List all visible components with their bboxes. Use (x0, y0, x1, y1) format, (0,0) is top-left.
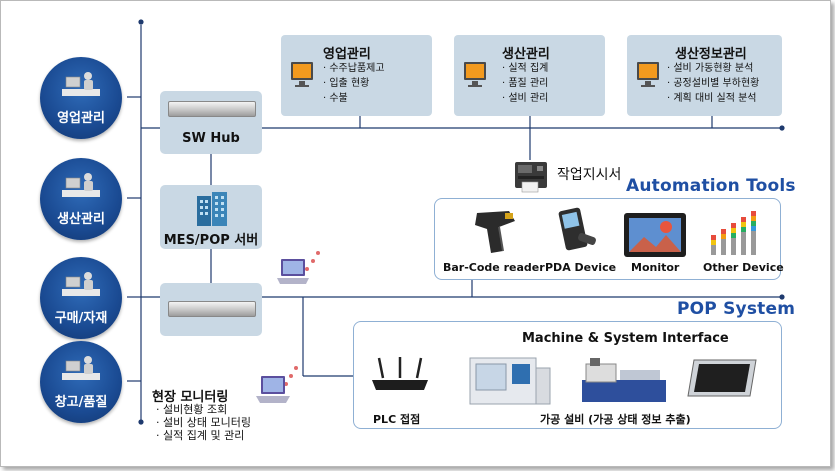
laptop-icon (256, 376, 290, 403)
worker-desk-icon (62, 173, 100, 197)
field-monitoring-list: 설비현황 조회 설비 상태 모니터링 실적 집계 및 관리 (156, 403, 251, 442)
automation-title: Automation Tools (626, 176, 796, 196)
pda-device-icon (558, 207, 596, 251)
mes-server-box[interactable]: MES/POP 서버 (160, 185, 262, 249)
sw-hub-label: SW Hub (182, 131, 240, 146)
laptop-icon (277, 259, 309, 284)
touch-panel-icon (687, 359, 757, 397)
list-item: 계획 대비 실적 분석 (667, 91, 759, 106)
machine-label: 가공 설비 (가공 상태 정보 추출) (540, 413, 691, 426)
signal-tower-lights-icon (711, 211, 756, 255)
top-box-title: 영업관리 (323, 47, 371, 62)
worker-desk-icon (62, 272, 100, 296)
pop-switch-box[interactable] (160, 283, 262, 336)
monitor-icon (637, 62, 659, 87)
list-item: 설비현황 조회 (156, 403, 251, 416)
dept-sales[interactable]: 영업관리 (40, 57, 122, 139)
dept-label: 생산관리 (57, 212, 105, 227)
dept-warehouse[interactable]: 창고/품질 (40, 341, 122, 423)
list-item: 설비 상태 모니터링 (156, 416, 251, 429)
dept-purchase[interactable]: 구매/자재 (40, 257, 122, 339)
dept-production[interactable]: 생산관리 (40, 158, 122, 240)
monitor-device-icon (624, 213, 686, 257)
list-item: 수불 (323, 91, 385, 106)
dept-label: 구매/자재 (54, 311, 108, 326)
top-box-production[interactable]: 생산관리 실적 집계 품질 관리 설비 관리 (454, 35, 605, 116)
list-item: 설비 관리 (502, 91, 548, 106)
plc-label: PLC 접점 (373, 413, 421, 426)
list-item: 설비 가동현황 분석 (667, 61, 759, 76)
worker-desk-icon (62, 72, 100, 96)
list-item: 수주납품제고 (323, 61, 384, 76)
automation-panel: Bar-Code reader PDA Device Monitor Other… (434, 198, 784, 280)
machine-interface-panel: Machine & System Interface PLC 접점 가공 설비 … (353, 321, 782, 429)
top-box-list: 실적 집계 품질 관리 설비 관리 (502, 61, 548, 106)
mes-server-label: MES/POP 서버 (163, 233, 259, 248)
dept-label: 영업관리 (57, 111, 105, 126)
label-printer-icon (515, 162, 547, 193)
list-item: 실적 집계 (502, 61, 548, 76)
switch-device-icon (168, 101, 256, 117)
dept-label: 창고/품질 (54, 395, 108, 410)
sw-hub-box[interactable]: SW Hub (160, 91, 262, 154)
device-label: Other Device (703, 261, 784, 274)
monitor-icon (464, 62, 486, 87)
top-box-title: 생산정보관리 (675, 47, 747, 62)
list-item: 공정설비별 부하현황 (667, 76, 759, 91)
list-item: 품질 관리 (502, 76, 548, 91)
top-box-production-info[interactable]: 생산정보관리 설비 가동현황 분석 공정설비별 부하현황 계획 대비 실적 분석 (627, 35, 782, 116)
injection-machine-icon (582, 358, 666, 402)
worker-desk-icon (62, 356, 100, 380)
list-item: 입출 현황 (323, 76, 385, 91)
switch-device-icon (168, 301, 256, 317)
field-monitoring-title: 현장 모니터링 (152, 390, 229, 405)
interface-title: Machine & System Interface (522, 331, 729, 346)
device-label: Monitor (631, 261, 680, 274)
device-label: Bar-Code reader (443, 261, 545, 274)
device-label: PDA Device (545, 261, 617, 274)
building-icon (197, 192, 227, 226)
list-item: 실적 집계 및 관리 (156, 429, 251, 442)
top-box-title: 생산관리 (502, 47, 550, 62)
top-box-sales[interactable]: 영업관리 수주납품제고 입출 현황 수불 (281, 35, 432, 116)
barcode-reader-icon (475, 211, 515, 253)
cnc-machine-icon (469, 357, 551, 405)
monitor-icon (291, 62, 313, 87)
pop-title: POP System (677, 299, 796, 319)
top-box-list: 설비 가동현황 분석 공정설비별 부하현황 계획 대비 실적 분석 (667, 61, 759, 106)
router-icon (372, 357, 428, 390)
top-box-list: 수주납품제고 입출 현황 수불 (323, 61, 385, 106)
work-order-label: 작업지시서 (557, 167, 622, 183)
